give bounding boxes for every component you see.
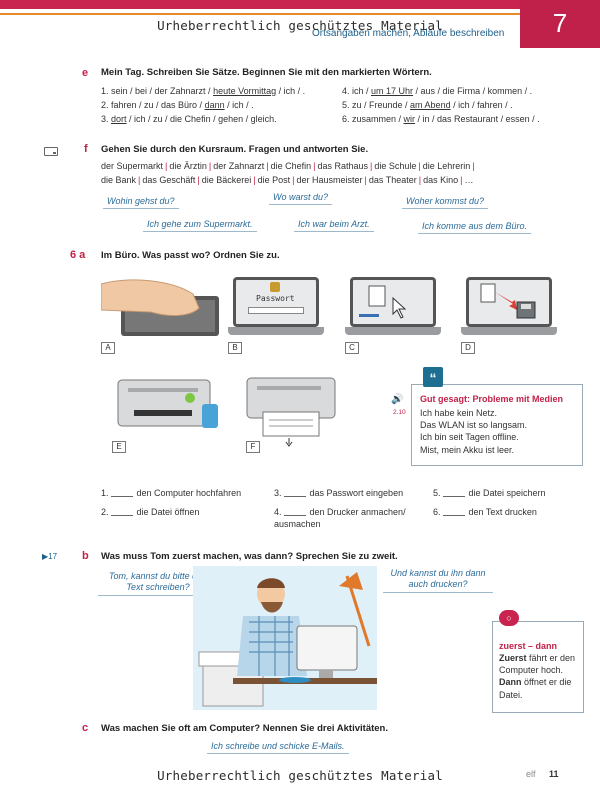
info-box-line-1: Ich habe kein Netz. [420, 408, 498, 419]
exercise-f-instruction: Gehen Sie durch den Kursraum. Fragen und… [101, 144, 369, 155]
exercise-f-letter: f [84, 143, 88, 155]
bubble-answer-2: Ich war beim Arzt. [294, 218, 374, 233]
bubble-question-2: Wo warst du? [269, 191, 333, 206]
password-label: Passwort [256, 294, 295, 303]
info-box-zuerst-dann: zuerst – dann Zuerst fährt er den Comput… [492, 621, 584, 713]
image-a-keyboard [100, 276, 219, 338]
exercise-f-wordlist-1: der Supermarkt|die Ärztin|der Zahnarzt|d… [101, 161, 475, 171]
zuerst-sentence-2: Dann öffnet er die Datei. [499, 677, 572, 700]
password-field [248, 307, 304, 314]
bubble-question-3: Woher kommst du? [402, 195, 489, 210]
label-e: E [112, 441, 126, 453]
image-b-password-screen: Passwort [233, 277, 319, 327]
match-item-5: 5.die Datei speichern [433, 488, 546, 498]
exercise-e-instruction: Mein Tag. Schreiben Sie Sätze. Beginnen … [101, 67, 432, 78]
exercise-6a-number: 6 a [70, 249, 86, 261]
exercise-c-instruction: Was machen Sie oft am Computer? Nennen S… [101, 723, 388, 734]
info-box-line-4: Mist, mein Akku ist leer. [420, 444, 515, 455]
match-item-3: 3.das Passwort eingeben [274, 488, 404, 498]
laptop-base-c [345, 327, 441, 335]
exercise-e-item-6: 6. zusammen / wir / in / das Restaurant … [342, 114, 540, 124]
illustration-tom-at-desk [193, 566, 377, 710]
label-a: A [101, 342, 115, 354]
exercise-b-letter: b [82, 550, 89, 562]
image-c-open-file-screen [350, 277, 436, 327]
match-item-2: 2.die Datei öffnen [101, 507, 200, 517]
quote-icon: “ [423, 367, 443, 387]
header-bar [0, 0, 520, 9]
exercise-e-item-3: 3. dort / ich / zu / die Chefin / gehen … [101, 114, 277, 124]
bubble-tom-write: Tom, kannst du bitte den Text schreiben? [98, 571, 218, 596]
watermark-top: Urheberrechtlich geschütztes Material [157, 18, 443, 33]
image-f-printing [245, 376, 337, 448]
bubble-answer-1: Ich gehe zum Supermarkt. [143, 218, 257, 233]
info-box-title: Gut gesagt: Probleme mit Medien [420, 394, 564, 404]
exercise-6a-instruction: Im Büro. Was passt wo? Ordnen Sie zu. [101, 250, 280, 261]
audio-track-number: 2.10 [393, 409, 406, 416]
bubble-tom-print: Und kannst du ihn dann auch drucken? [383, 568, 493, 593]
lock-icon [270, 282, 280, 292]
exercise-f-wordlist-2: die Bank|das Geschäft|die Bäckerei|die P… [101, 175, 474, 185]
image-e-printer-on [114, 376, 226, 434]
exercise-b-instruction: Was muss Tom zuerst machen, was dann? Sp… [101, 551, 398, 562]
match-item-6: 6.den Text drucken [433, 507, 537, 517]
activity-icon [44, 147, 58, 156]
audio-speaker-icon[interactable]: 🔊 [391, 394, 404, 405]
info-box-line-2: Das WLAN ist so langsam. [420, 420, 528, 431]
chapter-number: 7 [520, 0, 600, 48]
info-box-gut-gesagt: Gut gesagt: Probleme mit Medien Ich habe… [411, 384, 583, 466]
match-item-1: 1.den Computer hochfahren [101, 488, 242, 498]
header-line [0, 13, 520, 15]
info-box-line-3: Ich bin seit Tagen offline. [420, 432, 519, 443]
exercise-e-letter: e [82, 67, 89, 79]
exercise-e-item-5: 5. zu / Freunde / am Abend / ich / fahre… [342, 100, 513, 110]
laptop-base-b [228, 327, 324, 335]
exercise-e-item-4: 4. ich / um 17 Uhr / aus / die Firma / k… [342, 86, 533, 96]
chapter-subtitle: Ortsangaben machen, Abläufe beschreiben [312, 28, 505, 39]
laptop-base-d [461, 327, 557, 335]
page-number: 11 [549, 769, 559, 779]
exercise-c-letter: c [82, 722, 89, 734]
label-d: D [461, 342, 475, 354]
exercise-e-item-2: 2. fahren / zu / das Büro / dann / ich /… [101, 100, 254, 110]
match-item-4: 4.den Drucker anmachen/ ausmachen [274, 507, 406, 530]
bubble-activity-example: Ich schreibe und schicke E-Mails. [207, 740, 349, 755]
label-b: B [228, 342, 242, 354]
speech-bubble-icon: ○ [499, 610, 519, 626]
zuerst-sentence-1: Zuerst fährt er den Computer hoch. [499, 653, 576, 676]
video-play-icon[interactable]: ▶17 [42, 552, 58, 561]
label-f: F [246, 441, 260, 453]
watermark-bottom: Urheberrechtlich geschütztes Material [157, 768, 443, 783]
bubble-answer-3: Ich komme aus dem Büro. [418, 220, 532, 235]
page-number-word: elf [526, 769, 536, 779]
image-d-save-file-screen [466, 277, 552, 327]
zuerst-title: zuerst – dann [499, 641, 558, 651]
label-c: C [345, 342, 359, 354]
exercise-e-item-1: 1. sein / bei / der Zahnarzt / heute Vor… [101, 86, 306, 96]
bubble-question-1: Wohin gehst du? [103, 195, 179, 210]
